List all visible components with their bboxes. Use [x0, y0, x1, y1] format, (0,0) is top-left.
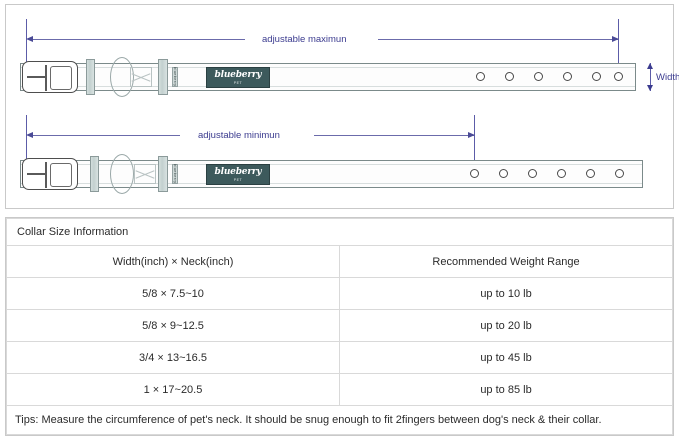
- top-hole-5: [592, 72, 601, 81]
- bottom-dim-label: adjustable minimun: [198, 130, 280, 141]
- table-title-row: Collar Size Information: [6, 218, 673, 246]
- bottom-hole-5: [586, 169, 595, 178]
- table-header-size: Width(inch) × Neck(inch): [6, 245, 340, 278]
- bottom-buckle-cross-bar: [27, 173, 47, 175]
- top-logo-patch: blueberry PET: [206, 67, 270, 88]
- bottom-keeper-loop-2: [158, 156, 168, 192]
- bottom-dim-arrow-left-icon: [26, 131, 33, 138]
- top-logo-subtext: PET: [233, 80, 243, 85]
- bottom-dim-arrow-right-icon: [468, 131, 475, 138]
- top-brand-tag-text: blueberry: [173, 67, 178, 87]
- bottom-buckle-tongue-plate: [50, 163, 72, 187]
- top-dim-label: adjustable maximun: [262, 34, 347, 45]
- width-arrow-down-icon: [646, 85, 653, 91]
- bottom-brand-tag-text: blueberry: [173, 164, 178, 184]
- row-1-size: 5/8 × 7.5~10: [6, 277, 340, 310]
- top-keeper-loop-1: [86, 59, 95, 95]
- top-dim-arrow-left-icon: [26, 35, 33, 42]
- table-tips-cell: Tips: Measure the circumference of pet's…: [6, 405, 673, 435]
- top-x-stitch-box: [130, 67, 152, 87]
- bottom-hole-3: [528, 169, 537, 178]
- row-3-size: 3/4 × 13~16.5: [6, 341, 340, 374]
- top-brand-tag: [172, 67, 178, 87]
- bottom-strap-stitch-lower: [21, 183, 642, 184]
- top-hole-2: [505, 72, 514, 81]
- row-1-weight: up to 10 lb: [339, 277, 673, 310]
- table-header-row: Width(inch) × Neck(inch) Recommended Wei…: [6, 245, 673, 278]
- bottom-dim-line-right: [314, 135, 474, 136]
- bottom-brand-tag: [172, 164, 178, 184]
- row-2-weight: up to 20 lb: [339, 309, 673, 342]
- top-dim-right-extension: [618, 19, 619, 69]
- width-dim-extension-line: [650, 63, 651, 91]
- bottom-hole-4: [557, 169, 566, 178]
- table-row: 5/8 × 9~12.5 up to 20 lb: [6, 309, 673, 342]
- top-buckle-tongue-plate: [50, 66, 72, 90]
- bottom-hole-6: [615, 169, 624, 178]
- row-3-weight: up to 45 lb: [339, 341, 673, 374]
- bottom-keeper-loop-1: [90, 156, 99, 192]
- top-hole-4: [563, 72, 572, 81]
- top-strap-stitch-lower: [21, 86, 635, 87]
- table-row: 3/4 × 13~16.5 up to 45 lb: [6, 341, 673, 374]
- collar-size-guide: adjustable maximun blueberry: [0, 4, 679, 436]
- bottom-strap-stitch-upper: [21, 164, 642, 165]
- top-logo-wordmark: blueberry: [214, 69, 262, 80]
- top-dim-left-extension: [26, 19, 27, 67]
- collar-size-table: Collar Size Information Width(inch) × Ne…: [6, 218, 673, 435]
- bottom-x-stitch-box: [134, 164, 156, 184]
- bottom-d-ring: [110, 154, 134, 194]
- top-buckle-center-bar: [45, 65, 47, 91]
- top-keeper-loop-2: [158, 59, 168, 95]
- bottom-logo-subtext: PET: [233, 177, 243, 182]
- collar-size-table-wrapper: Collar Size Information Width(inch) × Ne…: [5, 217, 674, 436]
- bottom-logo-patch: blueberry PET: [206, 164, 270, 185]
- top-dim-arrow-right-icon: [612, 35, 619, 42]
- collar-diagram-panel: adjustable maximun blueberry: [5, 4, 679, 209]
- top-hole-1: [476, 72, 485, 81]
- top-hole-6: [614, 72, 623, 81]
- top-hole-3: [534, 72, 543, 81]
- top-dim-line-right: [378, 39, 618, 40]
- row-2-size: 5/8 × 9~12.5: [6, 309, 340, 342]
- top-dim-line-left: [30, 39, 245, 40]
- bottom-dim-right-extension: [474, 115, 475, 181]
- bottom-buckle-center-bar: [45, 162, 47, 188]
- bottom-logo-wordmark: blueberry: [214, 166, 262, 177]
- top-buckle-frame: [22, 61, 78, 93]
- bottom-buckle-frame: [22, 158, 78, 190]
- row-4-weight: up to 85 lb: [339, 373, 673, 406]
- width-label: Width: [656, 72, 679, 83]
- width-arrow-up-icon: [646, 63, 653, 69]
- table-row: 5/8 × 7.5~10 up to 10 lb: [6, 277, 673, 310]
- table-tips-row: Tips: Measure the circumference of pet's…: [6, 405, 673, 435]
- bottom-hole-2: [499, 169, 508, 178]
- table-header-weight: Recommended Weight Range: [339, 245, 673, 278]
- bottom-dim-left-extension: [26, 115, 27, 167]
- bottom-dim-line-left: [30, 135, 180, 136]
- top-strap-stitch-upper: [21, 67, 635, 68]
- row-4-size: 1 × 17~20.5: [6, 373, 340, 406]
- table-row: 1 × 17~20.5 up to 85 lb: [6, 373, 673, 406]
- bottom-hole-1: [470, 169, 479, 178]
- table-title-cell: Collar Size Information: [6, 218, 673, 246]
- top-buckle-cross-bar: [27, 76, 47, 78]
